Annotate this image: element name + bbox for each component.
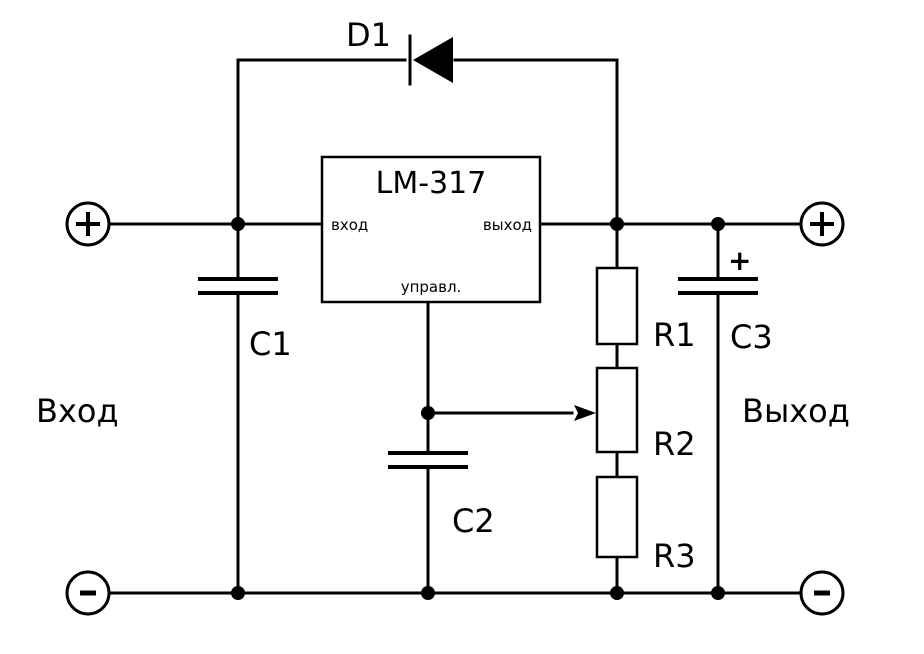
wire-diode-left	[236, 58, 407, 226]
terminal-input-plus	[65, 201, 111, 247]
c3-label: C3	[730, 318, 773, 356]
regulator-body	[320, 155, 542, 304]
wire-diode-right	[453, 58, 619, 226]
terminal-output-plus	[799, 201, 845, 247]
r2-body	[595, 366, 639, 454]
r1-label: R1	[653, 316, 696, 354]
r2-wiper-arrow	[574, 405, 596, 421]
regulator-pin-in: вход	[331, 216, 368, 234]
junction-ground-c2	[421, 586, 435, 600]
r3-label: R3	[653, 537, 696, 575]
diode-d1	[408, 34, 453, 86]
resistor-r3	[595, 475, 639, 559]
terminal-output-minus	[799, 570, 845, 616]
c1-label: C1	[249, 325, 292, 363]
diode-label: D1	[346, 16, 391, 54]
junction-ground-r3	[610, 586, 624, 600]
regulator-name: LM-317	[376, 166, 487, 201]
c3-polarity-mark: +	[728, 244, 751, 277]
c2-label: C2	[452, 502, 495, 540]
resistor-r1	[595, 266, 639, 346]
resistor-r2	[574, 366, 639, 454]
diode-triangle	[413, 37, 453, 83]
input-label: Вход	[36, 392, 119, 430]
r2-label: R2	[653, 425, 696, 463]
r1-body	[595, 266, 639, 346]
junction-dots	[231, 217, 725, 600]
capacitor-c2	[388, 451, 468, 469]
regulator-pin-out: выход	[483, 216, 532, 234]
junction-c3	[711, 217, 725, 231]
capacitor-c1	[198, 277, 278, 295]
junction-output	[610, 217, 624, 231]
junction-ground-c1	[231, 586, 245, 600]
r3-body	[595, 475, 639, 559]
output-label: Выход	[742, 392, 850, 430]
terminal-input-minus	[65, 570, 111, 616]
junction-adjust	[421, 406, 435, 420]
capacitor-c3	[678, 277, 758, 295]
regulator-lm317: LM-317 вход выход управл.	[320, 155, 542, 304]
junction-input	[231, 217, 245, 231]
regulator-pin-adj: управл.	[401, 278, 462, 296]
junction-ground-c3	[711, 586, 725, 600]
